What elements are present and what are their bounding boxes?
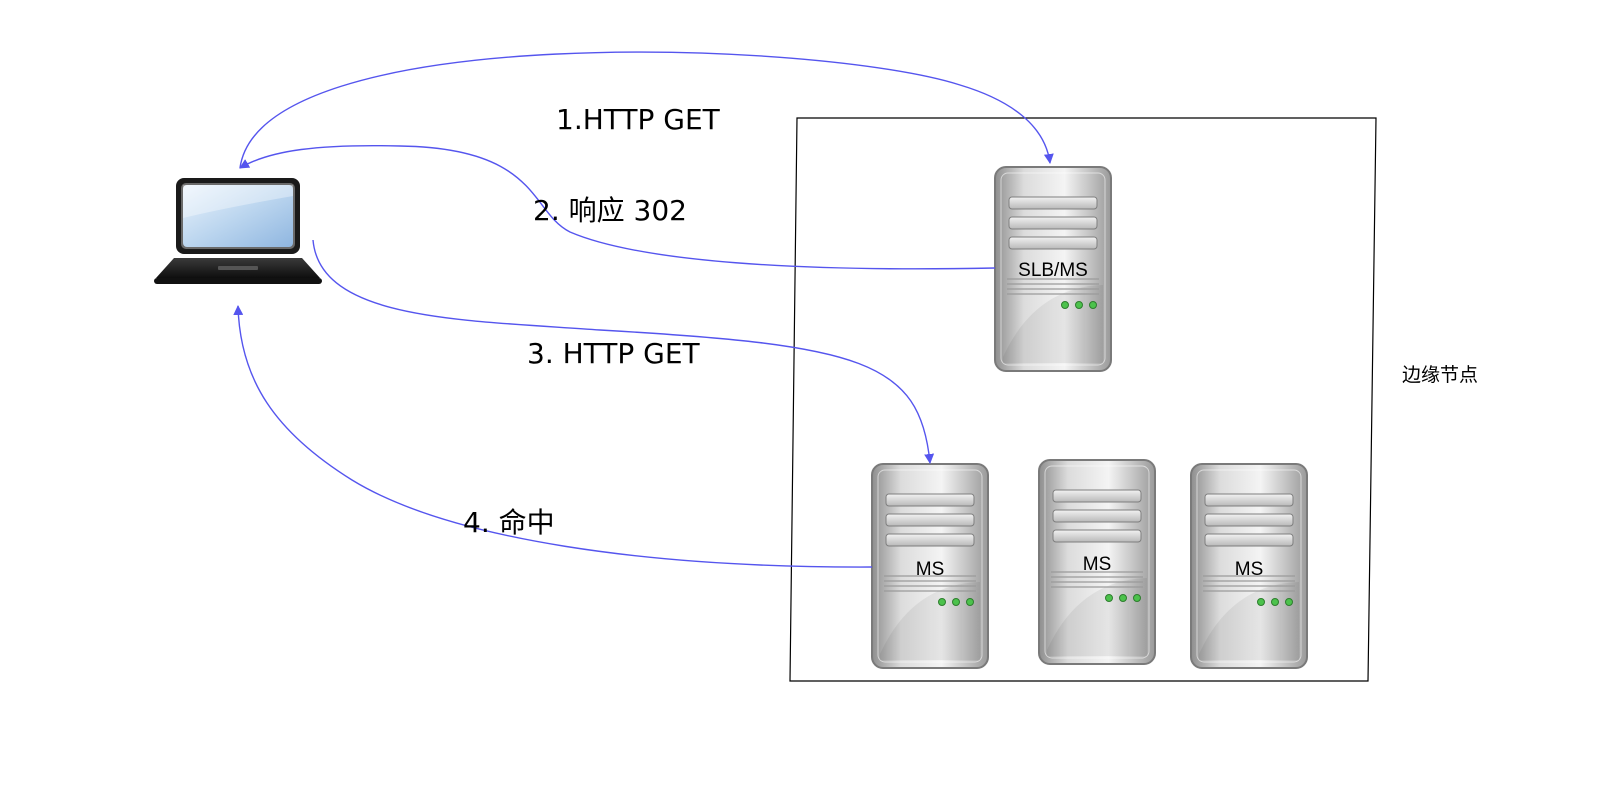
laptop-icon [154,178,322,284]
arrow-step1-http-get [239,51,1054,169]
arrow-step2-302-response [239,144,996,270]
step3-label: 3. HTTP GET [527,337,701,370]
ms-server-icon-3: MS [1190,463,1308,669]
ms-server-icon-2: MS [1038,459,1156,665]
step1-label: 1.HTTP GET [556,103,721,136]
ms-server-icon-1: MS [871,463,989,669]
arrow-step4-hit [233,305,873,568]
step4-label: 4. 命中 [463,506,555,539]
server-label: MS [1235,559,1264,580]
server-label: MS [1083,554,1112,575]
edge-zone-label: 边缘节点 [1402,364,1478,386]
step2-label: 2. 响应 302 [533,194,687,227]
edge-node-zone [789,117,1377,682]
slb-ms-server-icon: SLB/MS [994,166,1112,372]
server-label: SLB/MS [1018,260,1088,281]
arrow-step3-http-get [312,239,935,464]
server-label: MS [916,559,945,580]
